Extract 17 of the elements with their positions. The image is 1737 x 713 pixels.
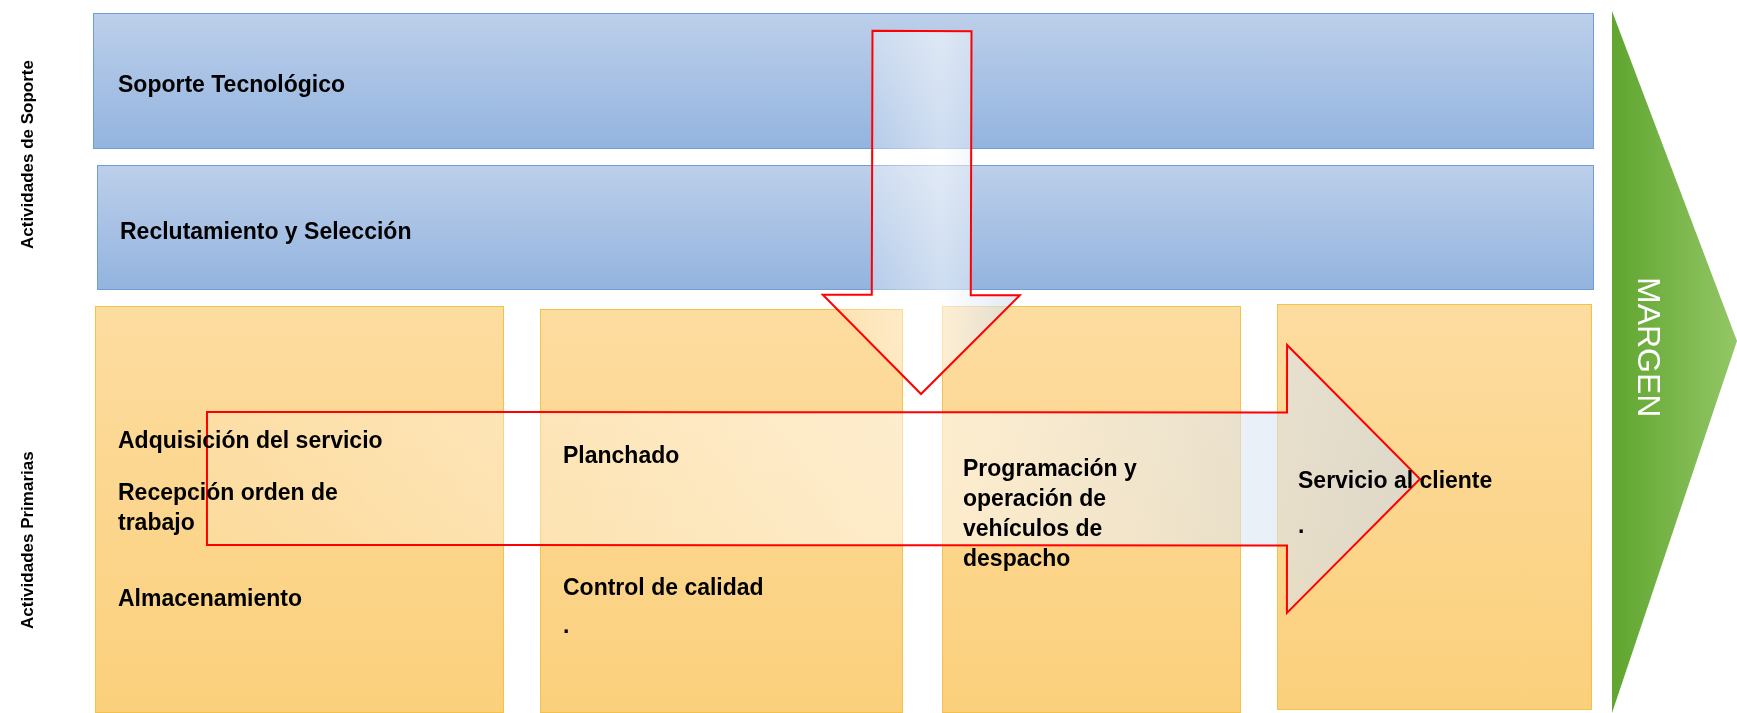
activity-label: Planchado (563, 441, 681, 470)
margin-label: MARGEN (1634, 277, 1664, 418)
activity-label: . (563, 611, 571, 640)
section-label: Actividades Primarias (18, 450, 38, 631)
activity-label: Soporte Tecnológico (118, 70, 347, 99)
activity-label: Almacenamiento (118, 584, 304, 613)
block-arrow (205, 342, 1422, 616)
activity-label: Control de calidad (563, 573, 765, 602)
activity-label: Programación y operación de vehículos de despacho (963, 454, 1138, 573)
activity-label: Servicio al cliente (1298, 466, 1494, 495)
block-arrow (820, 29, 1023, 396)
support-activity-bar (93, 13, 1594, 149)
activity-label: Reclutamiento y Selección (120, 217, 413, 246)
margin-chevron (1612, 11, 1737, 713)
support-activity-bar (97, 165, 1594, 290)
section-label: Actividades de Soporte (18, 59, 38, 252)
activity-label: . (1298, 511, 1306, 540)
